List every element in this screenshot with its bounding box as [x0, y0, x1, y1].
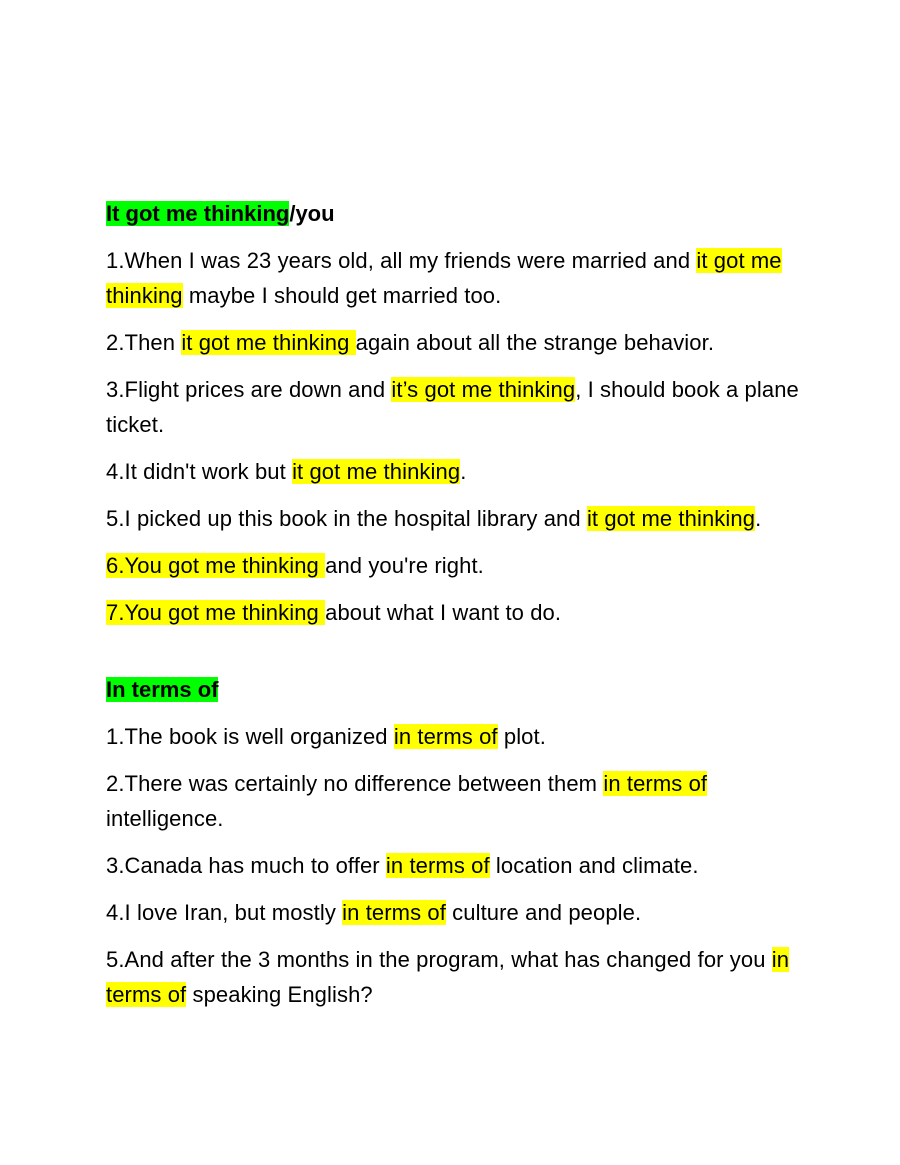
sentence-text: 1.When I was 23 years old, all my friend…	[106, 248, 697, 273]
sentence-text: intelligence.	[106, 806, 224, 831]
highlighted-phrase: it’s got me thinking	[391, 377, 576, 402]
section-heading: In terms of	[106, 672, 806, 707]
highlighted-phrase: in terms of	[603, 771, 708, 796]
highlighted-phrase: it got me thinking	[181, 330, 356, 355]
highlighted-phrase: in terms of	[385, 853, 490, 878]
sentence-text: 5.I picked up this book in the hospital …	[106, 506, 587, 531]
document-page: It got me thinking/you 1.When I was 23 y…	[106, 196, 806, 1024]
sentence-text: plot.	[497, 724, 546, 749]
sentence-text: 4.It didn't work but	[106, 459, 293, 484]
sentence-text: speaking English?	[186, 982, 373, 1007]
example-sentence: 5.And after the 3 months in the program,…	[106, 942, 806, 1012]
sentence-text: .	[755, 506, 762, 531]
sentence-text: and you're right.	[325, 553, 484, 578]
example-sentence: 4.It didn't work but it got me thinking.	[106, 454, 806, 489]
section-heading: It got me thinking/you	[106, 196, 806, 231]
heading-highlight: In terms of	[106, 677, 219, 702]
sentence-text: again about all the strange behavior.	[355, 330, 715, 355]
sentence-text: .	[460, 459, 467, 484]
section-in-terms-of: In terms of 1.The book is well organized…	[106, 672, 806, 1012]
sentence-text: 4.I love Iran, but mostly	[106, 900, 343, 925]
sentence-text: 3.Flight prices are down and	[106, 377, 392, 402]
sentence-text: maybe I should get married too.	[182, 283, 502, 308]
sentence-text: location and climate.	[489, 853, 699, 878]
example-sentence: 5.I picked up this book in the hospital …	[106, 501, 806, 536]
highlighted-phrase: in terms of	[342, 900, 446, 925]
heading-highlight: It got me thinking	[106, 201, 290, 226]
highlighted-phrase: in terms of	[393, 724, 498, 749]
sentence-text: 5.And after the 3 months in the program,…	[106, 947, 772, 972]
section-it-got-me-thinking: It got me thinking/you 1.When I was 23 y…	[106, 196, 806, 630]
example-sentence: 1.The book is well organized in terms of…	[106, 719, 806, 754]
highlighted-phrase: 7.You got me thinking	[106, 600, 326, 625]
highlighted-phrase: it got me thinking	[292, 459, 461, 484]
highlighted-phrase: 6.You got me thinking	[106, 553, 326, 578]
sentence-text: 2.There was certainly no difference betw…	[106, 771, 604, 796]
example-sentence: 3.Canada has much to offer in terms of l…	[106, 848, 806, 883]
example-sentence: 4.I love Iran, but mostly in terms of cu…	[106, 895, 806, 930]
example-sentence: 2.Then it got me thinking again about al…	[106, 325, 806, 360]
heading-suffix: /you	[289, 201, 335, 226]
example-sentence: 1.When I was 23 years old, all my friend…	[106, 243, 806, 313]
example-sentence: 6.You got me thinking and you're right.	[106, 548, 806, 583]
sentence-text: 1.The book is well organized	[106, 724, 394, 749]
example-sentence: 3.Flight prices are down and it’s got me…	[106, 372, 806, 442]
sentence-text: 3.Canada has much to offer	[106, 853, 386, 878]
sentence-text: about what I want to do.	[325, 600, 562, 625]
highlighted-phrase: it got me thinking	[586, 506, 756, 531]
sentence-text: , I should book a plane ticket.	[106, 377, 799, 437]
sentence-text: culture and people.	[445, 900, 642, 925]
example-sentence: 2.There was certainly no difference betw…	[106, 766, 806, 836]
example-sentence: 7.You got me thinking about what I want …	[106, 595, 806, 630]
sentence-text: 2.Then	[106, 330, 182, 355]
